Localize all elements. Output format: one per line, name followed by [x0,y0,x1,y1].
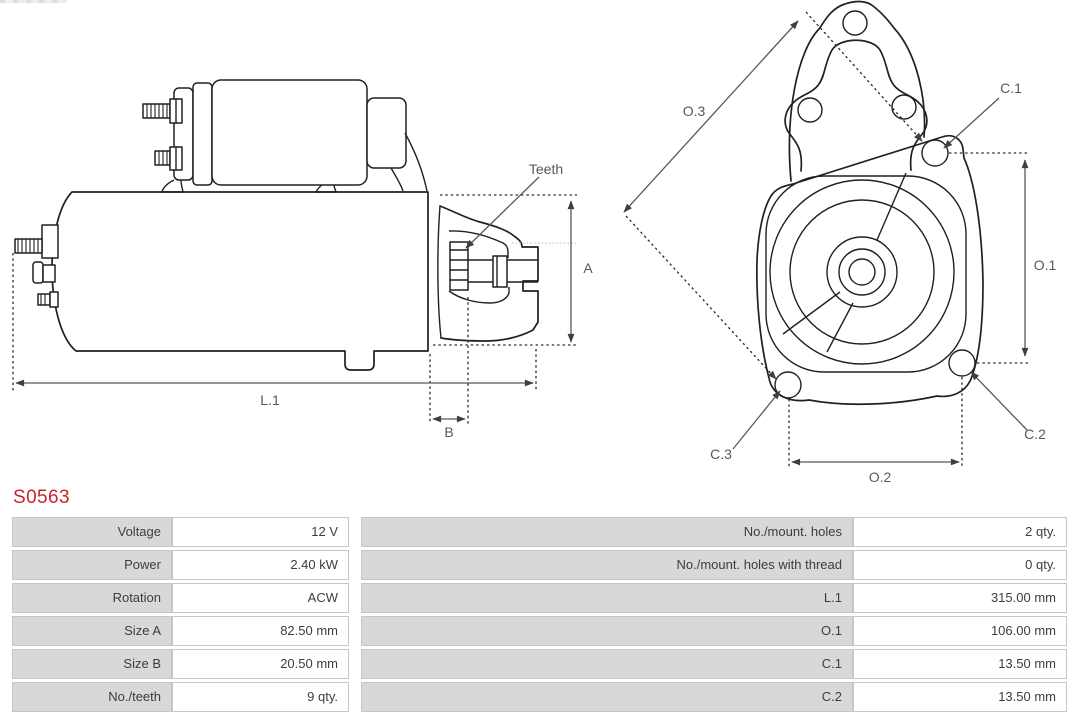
table-row: Size B 20.50 mm [12,649,349,679]
face-circle-mid [789,199,935,345]
dim-label-teeth: Teeth [529,161,563,177]
housing-face [765,175,967,373]
spec-value: 20.50 mm [172,649,349,679]
spec-value: 106.00 mm [853,616,1067,646]
spec-label: No./mount. holes [361,517,853,547]
spec-label: C.2 [361,682,853,712]
top-edge-artifact [0,0,66,3]
table-row: L.1 315.00 mm [361,583,1067,613]
spec-label: Size B [12,649,172,679]
spec-label: Rotation [12,583,172,613]
spec-label: No./teeth [12,682,172,712]
hole-c2 [948,349,976,377]
spec-label: C.1 [361,649,853,679]
spec-label: No./mount. holes with thread [361,550,853,580]
shaft-collar [492,255,508,288]
shaft-boss [826,236,898,308]
crown-scallop [784,39,928,172]
drive-housing-inner-top [448,230,509,258]
small-bolt-thread [37,293,51,306]
table-row: Power 2.40 kW [12,550,349,580]
table-row: No./mount. holes 2 qty. [361,517,1067,547]
terminal-block-inner [42,264,56,283]
dim-label-c2: C.2 [1024,426,1046,442]
spec-value: 315.00 mm [853,583,1067,613]
table-row: Voltage 12 V [12,517,349,547]
spec-label: L.1 [361,583,853,613]
table-row: No./mount. holes with thread 0 qty. [361,550,1067,580]
front-view-dimensions: O.3 C.1 O.1 C.2 C.3 O.2 [623,11,1057,485]
spec-value: 82.50 mm [172,616,349,646]
body-stud-flange [41,224,59,259]
face-circle-outer [769,179,955,365]
spec-value: 0 qty. [853,550,1067,580]
spec-label: Size A [12,616,172,646]
table-row: Size A 82.50 mm [12,616,349,646]
spec-value: 2 qty. [853,517,1067,547]
part-number: S0563 [13,487,70,508]
dim-label-o3: O.3 [683,103,706,119]
table-row: No./teeth 9 qty. [12,682,349,712]
dim-label-l1: L.1 [260,392,280,408]
dim-label-o2: O.2 [869,469,892,485]
solenoid-leg2 [315,184,337,193]
dim-label-o1: O.1 [1034,257,1057,273]
technical-drawing: Teeth A L.1 B [12,0,1057,485]
dim-label-b: B [444,424,453,440]
spec-table-left: Voltage 12 V Power 2.40 kW Rotation ACW … [12,517,349,715]
solenoid-end-cap [366,97,407,169]
spec-label: O.1 [361,616,853,646]
crown-outline [788,0,926,182]
motor-body [51,191,429,371]
spec-value: 2.40 kW [172,550,349,580]
table-row: O.1 106.00 mm [361,616,1067,646]
solenoid-cap-ring2 [192,82,213,186]
spec-value: 13.50 mm [853,682,1067,712]
spec-value: ACW [172,583,349,613]
crown-hole-right [891,94,917,120]
dim-label-a: A [583,260,593,276]
drive-housing [439,205,539,342]
dim-label-c3: C.3 [710,446,732,462]
spec-value: 12 V [172,517,349,547]
hole-c3 [774,371,802,399]
drive-housing-inner-bottom [448,287,510,304]
solenoid-leg [161,179,184,193]
spec-value: 9 qty. [172,682,349,712]
table-row: C.2 13.50 mm [361,682,1067,712]
spec-value: 13.50 mm [853,649,1067,679]
solenoid-body [211,79,368,186]
hole-c1 [921,139,949,167]
front-view-drawing [756,0,984,406]
side-view-drawing [14,79,539,371]
shaft-hole [848,258,876,286]
crown-hole-top [842,10,868,36]
dim-label-c1: C.1 [1000,80,1022,96]
mounting-flange [756,134,984,406]
spec-label: Power [12,550,172,580]
side-view-dimensions: Teeth A L.1 B [12,161,593,440]
small-bolt-nut [49,291,59,308]
drive-housing-band [437,205,442,339]
pinion-gear [449,241,469,291]
shaft-ring [838,248,886,296]
table-row: Rotation ACW [12,583,349,613]
table-row: C.1 13.50 mm [361,649,1067,679]
spec-table-right: No./mount. holes 2 qty. No./mount. holes… [361,517,1067,715]
crown-hole-left [797,97,823,123]
spec-label: Voltage [12,517,172,547]
terminal-block [32,261,44,284]
